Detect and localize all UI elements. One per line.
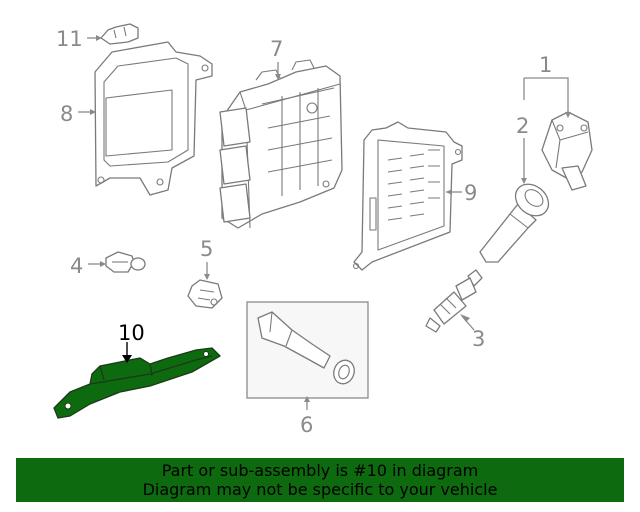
callout-7[interactable]: 7 xyxy=(270,37,283,61)
banner-line-1: Part or sub-assembly is #10 in diagram xyxy=(161,461,479,480)
part-11-clip[interactable] xyxy=(100,23,139,45)
part-1-sensor[interactable] xyxy=(541,111,593,191)
callout-10[interactable]: 10 xyxy=(118,321,145,345)
leader-10-arrow xyxy=(122,355,132,363)
callout-2[interactable]: 2 xyxy=(516,114,529,138)
callout-5[interactable]: 5 xyxy=(200,237,213,261)
part-9-cover[interactable] xyxy=(352,121,463,271)
part-7-control-module[interactable] xyxy=(219,59,343,229)
callout-1[interactable]: 1 xyxy=(539,53,552,77)
banner-line-2: Diagram may not be specific to your vehi… xyxy=(142,480,498,499)
leader-arrowheads xyxy=(90,35,571,402)
callout-11[interactable]: 11 xyxy=(56,27,83,51)
part-8-bracket[interactable] xyxy=(94,41,213,196)
callout-3[interactable]: 3 xyxy=(472,327,485,351)
callout-9[interactable]: 9 xyxy=(464,181,477,205)
callout-8[interactable]: 8 xyxy=(60,102,73,126)
info-banner: Part or sub-assembly is #10 in diagram D… xyxy=(16,458,624,502)
part-2-ignition-coil[interactable] xyxy=(479,178,555,263)
part-6-box[interactable] xyxy=(246,301,369,399)
part-5-sensor[interactable] xyxy=(187,279,223,309)
part-4-sensor[interactable] xyxy=(105,251,146,273)
leader-1 xyxy=(523,77,569,116)
callout-6[interactable]: 6 xyxy=(300,413,313,437)
callout-4[interactable]: 4 xyxy=(70,254,83,278)
part-3-spark-plug[interactable] xyxy=(425,269,483,333)
part-10-bracket-highlighted[interactable] xyxy=(53,347,221,419)
parts-diagram: 11 8 7 9 xyxy=(53,23,593,437)
